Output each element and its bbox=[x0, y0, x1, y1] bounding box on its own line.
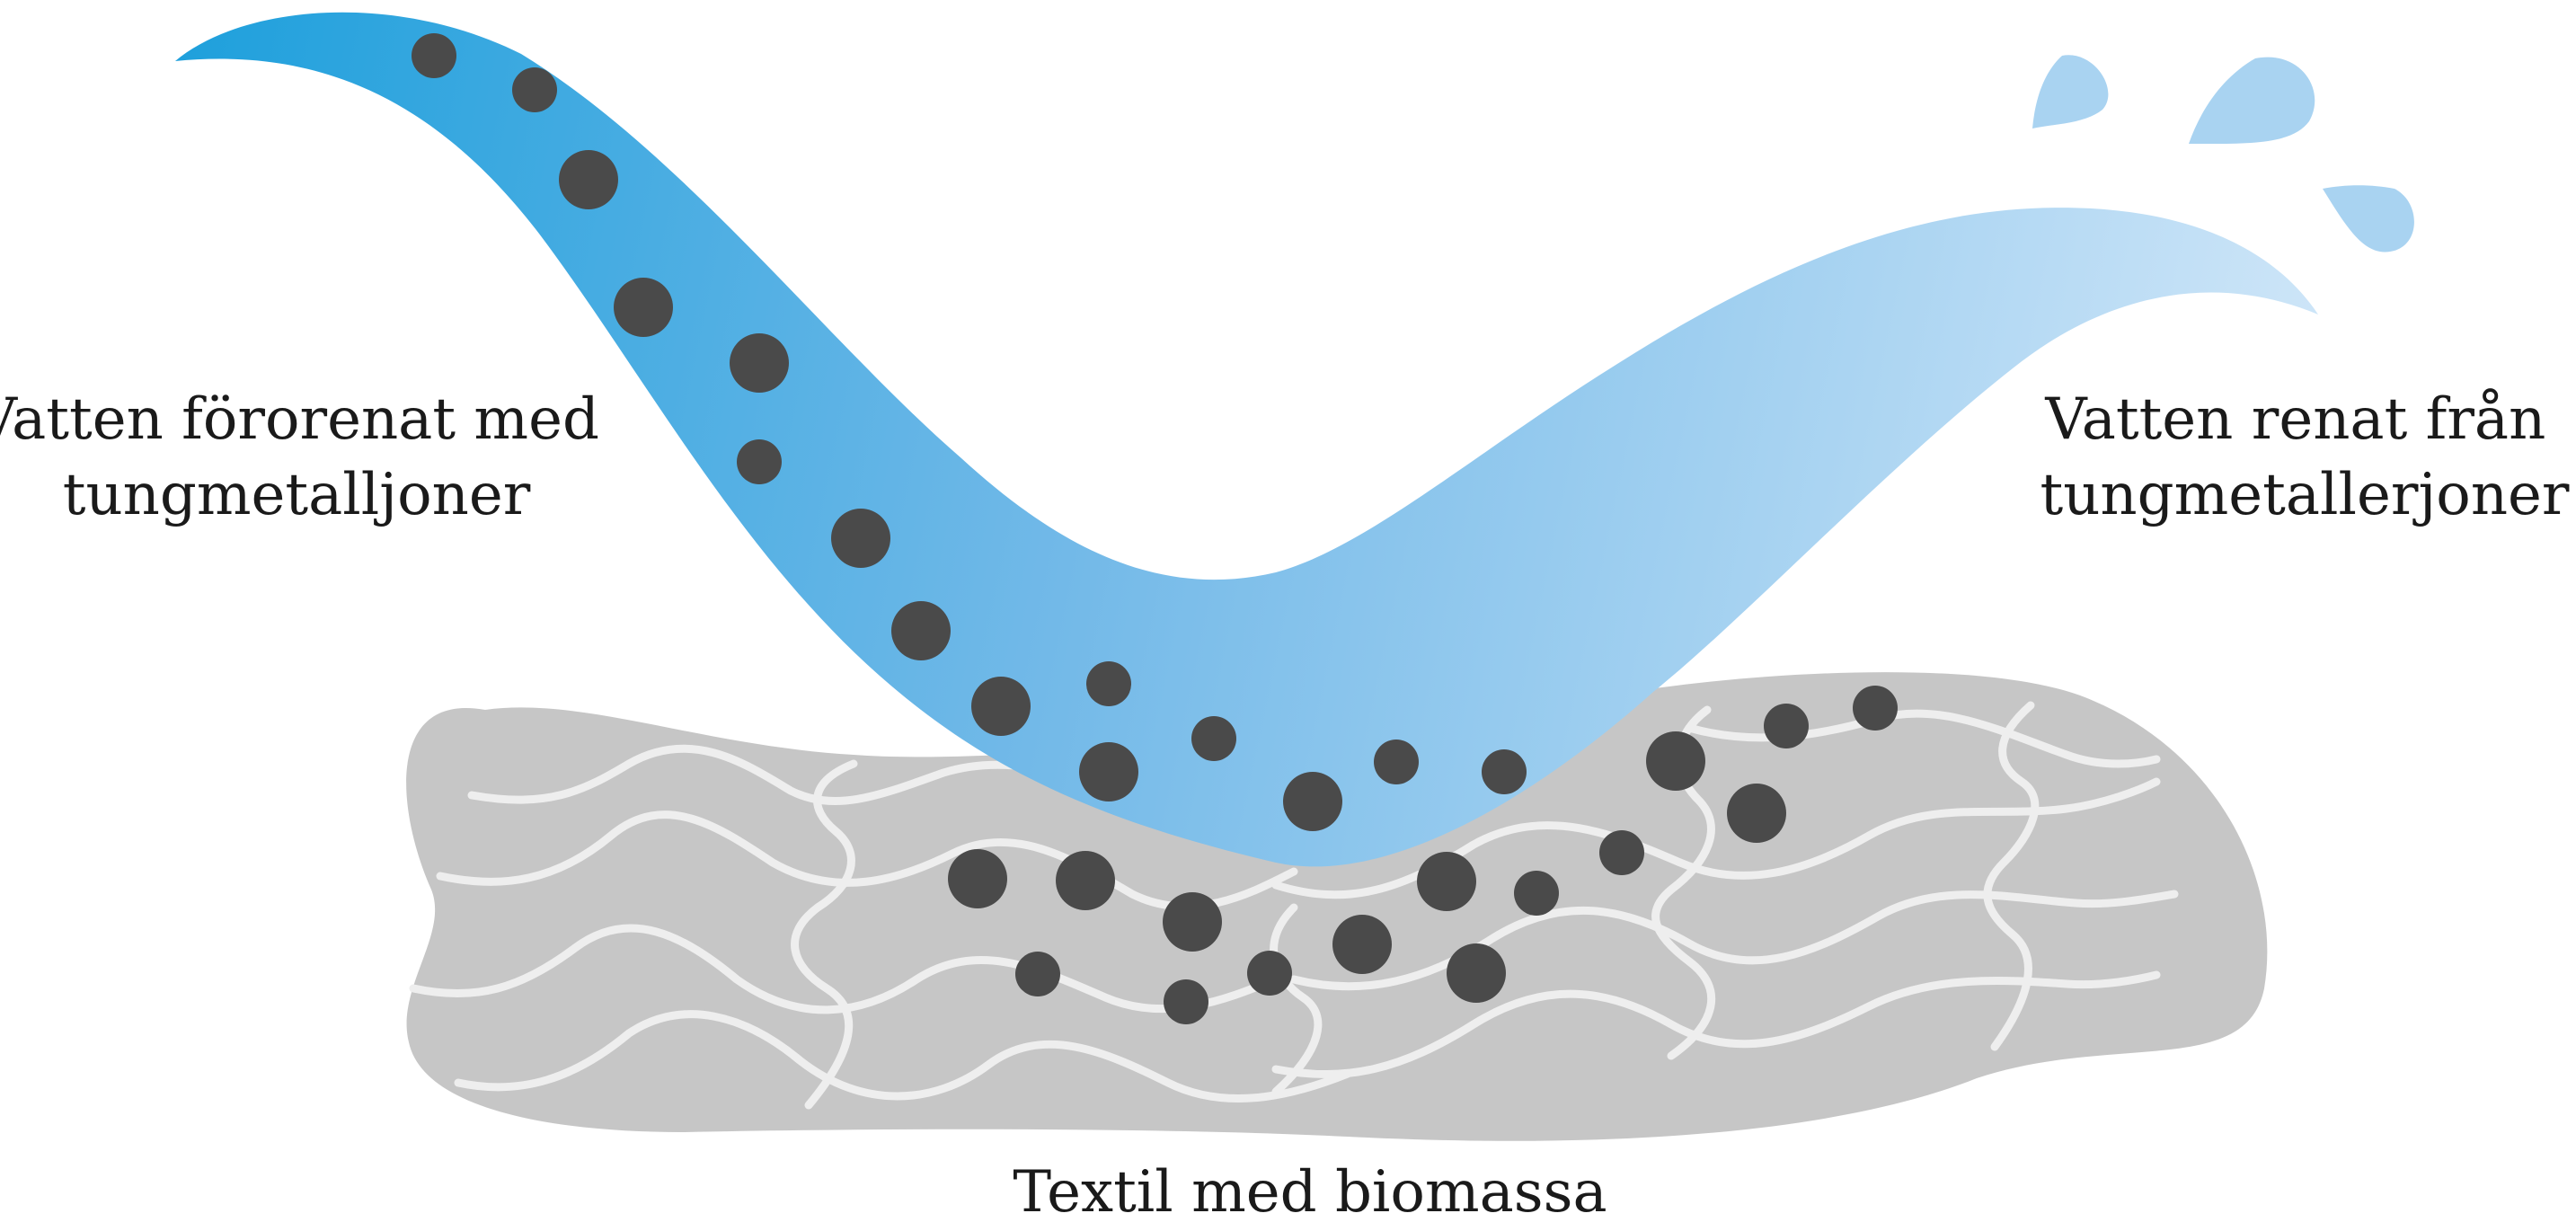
ion bbox=[1283, 772, 1342, 831]
ion bbox=[891, 601, 951, 660]
ion bbox=[831, 509, 890, 568]
ion bbox=[1332, 915, 1392, 974]
ion bbox=[1514, 871, 1559, 916]
textile-fiber bbox=[409, 924, 1280, 1014]
polluted-water-label: Vatten förorenat med tungmetalljoner bbox=[0, 386, 617, 528]
textile-fiber bbox=[1271, 970, 2161, 1079]
ion bbox=[948, 849, 1007, 908]
ion bbox=[737, 439, 782, 484]
ion bbox=[1374, 739, 1419, 784]
ion bbox=[1599, 830, 1644, 875]
ion bbox=[730, 333, 789, 393]
water-stream bbox=[175, 12, 2318, 867]
purified-water-label-line: tungmetallerjoner bbox=[2040, 462, 2569, 528]
water-droplets bbox=[2032, 55, 2414, 252]
textile-fiber bbox=[1270, 903, 1323, 1096]
purified-water-label-line: Vatten renat från bbox=[2044, 386, 2545, 453]
ion bbox=[1015, 952, 1060, 996]
ion bbox=[1191, 716, 1236, 761]
textile-body bbox=[406, 672, 2268, 1141]
textile-fiber bbox=[454, 1010, 1352, 1103]
ion bbox=[1247, 951, 1292, 996]
textile-fiber bbox=[436, 810, 1298, 911]
ion bbox=[1646, 731, 1705, 791]
ion bbox=[1056, 851, 1115, 910]
textile-label: Textil med biomassa bbox=[1013, 1159, 1607, 1226]
heavy-metal-ions bbox=[412, 33, 1898, 1024]
ion bbox=[1853, 686, 1898, 731]
ion bbox=[971, 677, 1031, 736]
ion bbox=[1727, 784, 1786, 843]
purified-water-label: Vatten renat från tungmetallerjoner bbox=[2040, 386, 2569, 528]
ion bbox=[1482, 749, 1527, 794]
water-droplet-icon bbox=[2323, 185, 2414, 252]
ion bbox=[1447, 943, 1506, 1003]
ion bbox=[1079, 742, 1138, 801]
polluted-water-label-line: Vatten förorenat med bbox=[0, 386, 599, 453]
water-droplet-icon bbox=[2189, 57, 2315, 145]
textile-fiber bbox=[1983, 701, 2040, 1051]
ion bbox=[1164, 979, 1208, 1024]
ion bbox=[1764, 704, 1809, 748]
ion bbox=[1086, 661, 1131, 706]
water-droplet-icon bbox=[2032, 55, 2109, 128]
ion bbox=[614, 278, 673, 337]
ion bbox=[412, 33, 456, 78]
polluted-water-label-line: tungmetalljoner bbox=[63, 462, 531, 528]
ion bbox=[1163, 892, 1222, 952]
water-flow bbox=[175, 12, 2318, 867]
textile-fiber bbox=[791, 759, 858, 1110]
ion bbox=[512, 67, 557, 112]
ion bbox=[559, 150, 618, 209]
textile-with-biomass bbox=[406, 672, 2268, 1141]
ion bbox=[1417, 852, 1476, 911]
